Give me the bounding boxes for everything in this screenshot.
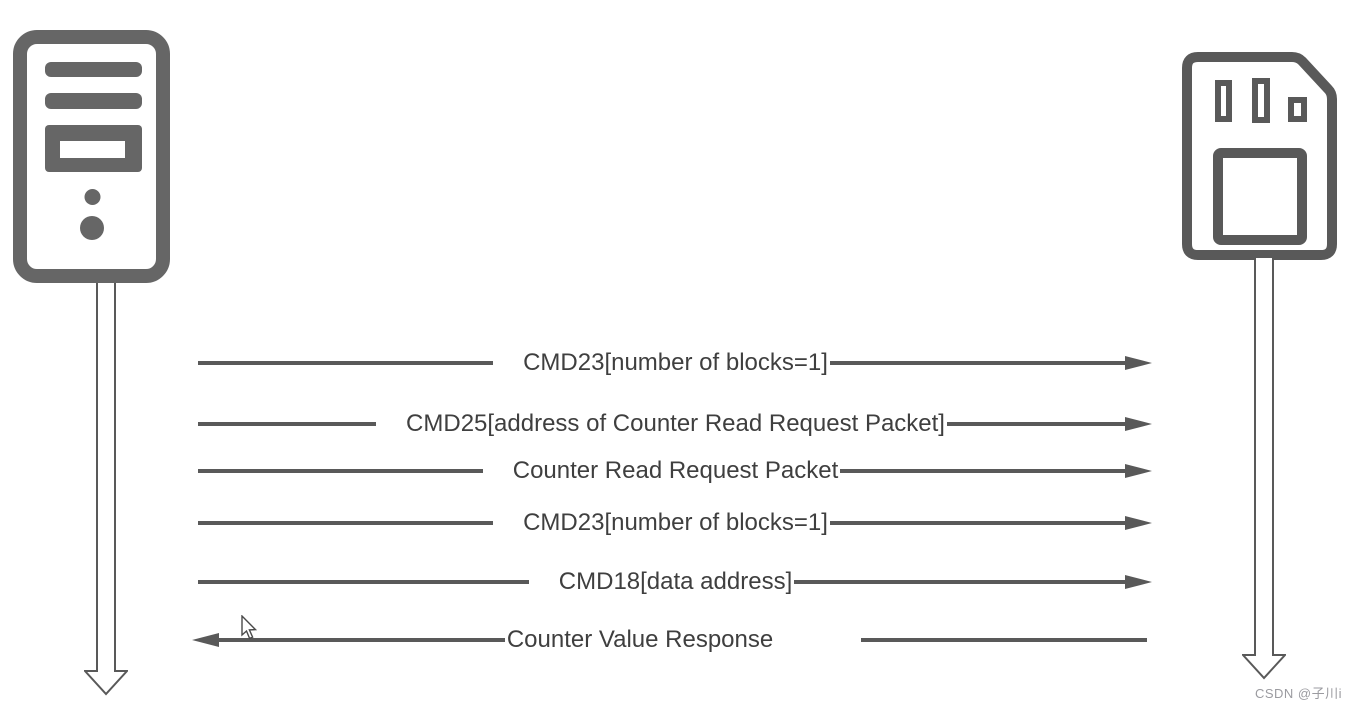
device-lifeline-arrow (1242, 258, 1286, 680)
message-label: CMD18[data address] (558, 568, 793, 595)
computer-button-small (84, 189, 101, 205)
watermark: CSDN @子川i (1254, 686, 1342, 701)
message-label: CMD25[address of Counter Read Request Pa… (406, 410, 945, 437)
sd-pin-1 (1215, 80, 1232, 122)
message-line-right (794, 580, 1126, 584)
message-row: CMD23[number of blocks=1] (198, 343, 1152, 383)
host-lifeline-arrow (84, 283, 128, 696)
computer-button-large (80, 216, 104, 240)
sd-label-area (1213, 148, 1307, 245)
host-computer-icon (13, 30, 170, 283)
arrowhead-left-icon (192, 633, 219, 647)
message-row: CMD23[number of blocks=1] (198, 503, 1152, 543)
message-line-right (840, 469, 1125, 473)
computer-drive-slot (60, 141, 125, 158)
message-line-right (861, 638, 1148, 642)
arrowhead-right-icon (1125, 516, 1152, 530)
message-label: Counter Value Response (506, 626, 774, 653)
computer-vent-bar-2 (45, 93, 142, 109)
message-line-left (198, 469, 483, 473)
message-line-left (198, 422, 377, 426)
sd-pin-2 (1252, 78, 1270, 123)
message-label: Counter Read Request Packet (512, 457, 839, 484)
message-line-left (198, 521, 494, 525)
message-row: Counter Value Response (192, 620, 1148, 660)
sd-pin-3 (1288, 97, 1307, 122)
arrowhead-right-icon (1125, 464, 1152, 478)
message-line-left (198, 361, 494, 365)
arrowhead-right-icon (1125, 356, 1152, 370)
message-label: CMD23[number of blocks=1] (523, 349, 828, 376)
computer-case (13, 30, 170, 283)
message-row: CMD25[address of Counter Read Request Pa… (198, 404, 1153, 444)
message-line-right (829, 361, 1125, 365)
message-row: CMD18[data address] (198, 562, 1153, 602)
message-row: Counter Read Request Packet (198, 451, 1152, 491)
message-line-left (198, 580, 529, 584)
sd-card-icon (1182, 52, 1337, 260)
message-line-right (946, 422, 1126, 426)
message-label: CMD23[number of blocks=1] (523, 509, 828, 536)
message-line-left (219, 638, 505, 642)
arrowhead-right-icon (1125, 417, 1153, 431)
sd-card-body (1182, 52, 1337, 260)
arrowhead-right-icon (1125, 575, 1153, 589)
mouse-cursor (241, 615, 258, 640)
message-line-right (829, 521, 1125, 525)
computer-vent-bar-1 (45, 62, 142, 77)
